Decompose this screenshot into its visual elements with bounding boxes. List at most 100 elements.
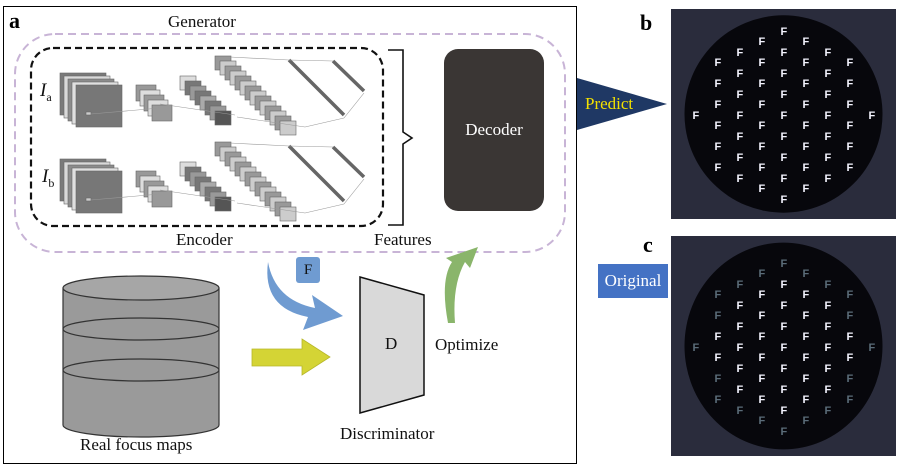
f-marker: F bbox=[759, 162, 766, 174]
f-marker: F bbox=[781, 68, 788, 80]
f-marker: F bbox=[781, 47, 788, 59]
f-marker: F bbox=[781, 321, 788, 333]
f-marker: F bbox=[847, 331, 854, 343]
original-label: Original bbox=[604, 271, 662, 290]
f-marker: F bbox=[803, 268, 810, 280]
f-marker: F bbox=[715, 141, 722, 153]
feature-map-layer bbox=[279, 120, 297, 136]
f-marker: F bbox=[847, 162, 854, 174]
predict-arrow bbox=[577, 78, 667, 130]
f-marker: F bbox=[803, 373, 810, 385]
panel-label-a: a bbox=[9, 8, 20, 33]
generator-title: Generator bbox=[168, 12, 236, 31]
f-marker: F bbox=[737, 131, 744, 143]
features-brace bbox=[388, 49, 414, 226]
f-marker: F bbox=[737, 110, 744, 122]
connection-line bbox=[90, 193, 161, 201]
connection-line bbox=[229, 56, 290, 61]
f-marker: F bbox=[847, 120, 854, 132]
f-marker: F bbox=[737, 89, 744, 101]
f-marker: F bbox=[759, 57, 766, 69]
f-marker: F bbox=[693, 342, 700, 354]
f-marker: F bbox=[803, 36, 810, 48]
connection-line bbox=[236, 202, 306, 214]
f-marker: F bbox=[847, 394, 854, 406]
f-marker: F bbox=[715, 352, 722, 364]
connection-line bbox=[287, 58, 346, 117]
f-marker: F bbox=[803, 394, 810, 406]
input-label-b: Ib bbox=[42, 166, 54, 191]
f-marker: F bbox=[715, 394, 722, 406]
f-marker: F bbox=[715, 120, 722, 132]
f-marker: F bbox=[737, 384, 744, 396]
feature-map-layer bbox=[151, 104, 173, 122]
real-data-arrow bbox=[251, 338, 331, 376]
input-b-subscript: b bbox=[48, 175, 55, 190]
f-marker: F bbox=[759, 78, 766, 90]
f-marker: F bbox=[781, 384, 788, 396]
feature-map-layer bbox=[151, 190, 173, 208]
f-marker: F bbox=[759, 99, 766, 111]
aperture-disk bbox=[684, 15, 883, 213]
f-marker: F bbox=[847, 310, 854, 322]
connection-line bbox=[90, 107, 161, 115]
f-marker: F bbox=[759, 36, 766, 48]
connection-line bbox=[288, 59, 334, 62]
f-marker: F bbox=[715, 57, 722, 69]
encoder-branch bbox=[59, 55, 366, 136]
f-marker: F bbox=[847, 99, 854, 111]
predict-label: Predict bbox=[585, 94, 634, 113]
f-marker: F bbox=[781, 26, 788, 38]
f-marker: F bbox=[803, 99, 810, 111]
f-marker: F bbox=[781, 173, 788, 185]
f-marker: F bbox=[737, 68, 744, 80]
f-marker: F bbox=[781, 342, 788, 354]
f-marker: F bbox=[781, 300, 788, 312]
f-marker: F bbox=[737, 173, 744, 185]
f-marker: F bbox=[781, 131, 788, 143]
f-marker: F bbox=[803, 183, 810, 195]
connection-line bbox=[159, 103, 236, 116]
f-marker: F bbox=[825, 68, 832, 80]
f-marker: F bbox=[715, 162, 722, 174]
f-marker: F bbox=[781, 194, 788, 206]
connection-line bbox=[343, 178, 365, 205]
f-marker: F bbox=[825, 152, 832, 164]
f-marker: F bbox=[825, 342, 832, 354]
f-marker: F bbox=[847, 289, 854, 301]
f-marker: F bbox=[803, 310, 810, 322]
f-marker: F bbox=[825, 47, 832, 59]
f-marker: F bbox=[759, 141, 766, 153]
f-marker: F bbox=[737, 342, 744, 354]
discriminator-shape bbox=[359, 276, 425, 414]
feature-map-layer bbox=[214, 110, 232, 126]
connection-line bbox=[229, 142, 290, 147]
connection-line bbox=[287, 144, 346, 203]
f-marker: F bbox=[825, 321, 832, 333]
connection-line bbox=[159, 189, 236, 202]
optimize-arrow bbox=[444, 247, 478, 323]
input-a-symbol: I bbox=[40, 80, 47, 101]
connection-line bbox=[288, 145, 334, 148]
f-marker: F bbox=[759, 394, 766, 406]
feature-map-layer bbox=[214, 196, 232, 212]
f-marker: F bbox=[869, 110, 876, 122]
f-marker: F bbox=[715, 373, 722, 385]
f-marker: F bbox=[825, 110, 832, 122]
f-marker: F bbox=[781, 110, 788, 122]
f-marker: F bbox=[803, 415, 810, 427]
encoder-label: Encoder bbox=[176, 230, 233, 249]
f-marker: F bbox=[759, 352, 766, 364]
f-marker: F bbox=[759, 183, 766, 195]
f-marker: F bbox=[737, 47, 744, 59]
f-marker: F bbox=[715, 99, 722, 111]
connection-line bbox=[343, 92, 365, 119]
f-marker: F bbox=[759, 120, 766, 132]
input-b-symbol: I bbox=[42, 166, 49, 187]
f-marker: F bbox=[781, 279, 788, 291]
f-marker: F bbox=[781, 258, 788, 270]
f-marker: F bbox=[825, 405, 832, 417]
f-marker: F bbox=[825, 89, 832, 101]
f-marker: F bbox=[803, 162, 810, 174]
f-marker: F bbox=[825, 300, 832, 312]
